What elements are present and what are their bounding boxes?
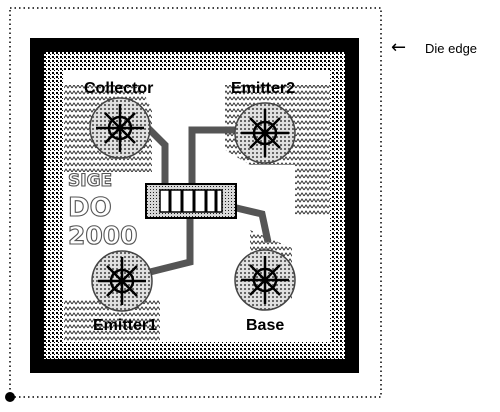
pad-collector — [89, 97, 151, 159]
label-emitter2: Emitter2 — [231, 80, 295, 97]
emitter1-metal — [64, 300, 160, 342]
emitter2-trace — [188, 126, 238, 190]
die-marking-line1: SIGE — [68, 171, 112, 191]
die-marking-line2: DO — [68, 193, 112, 223]
emitter1-trace — [149, 212, 194, 276]
collector-trace — [142, 122, 169, 195]
label-die-edge: Die edge — [425, 41, 477, 56]
die-edge-outline — [9, 7, 382, 398]
pad-emitter1 — [91, 250, 153, 312]
die-edge-arrow: ← — [391, 37, 406, 58]
pad-base — [234, 249, 296, 311]
transistor-core — [145, 183, 237, 219]
die-marking-line3: 2000 — [68, 221, 138, 250]
die-corner-marker — [5, 392, 15, 402]
traces — [142, 122, 272, 276]
pad-emitter2 — [234, 102, 296, 164]
label-base: Base — [246, 317, 284, 334]
label-emitter1: Emitter1 — [93, 317, 157, 334]
base-trace — [227, 202, 272, 243]
label-collector: Collector — [84, 80, 153, 97]
